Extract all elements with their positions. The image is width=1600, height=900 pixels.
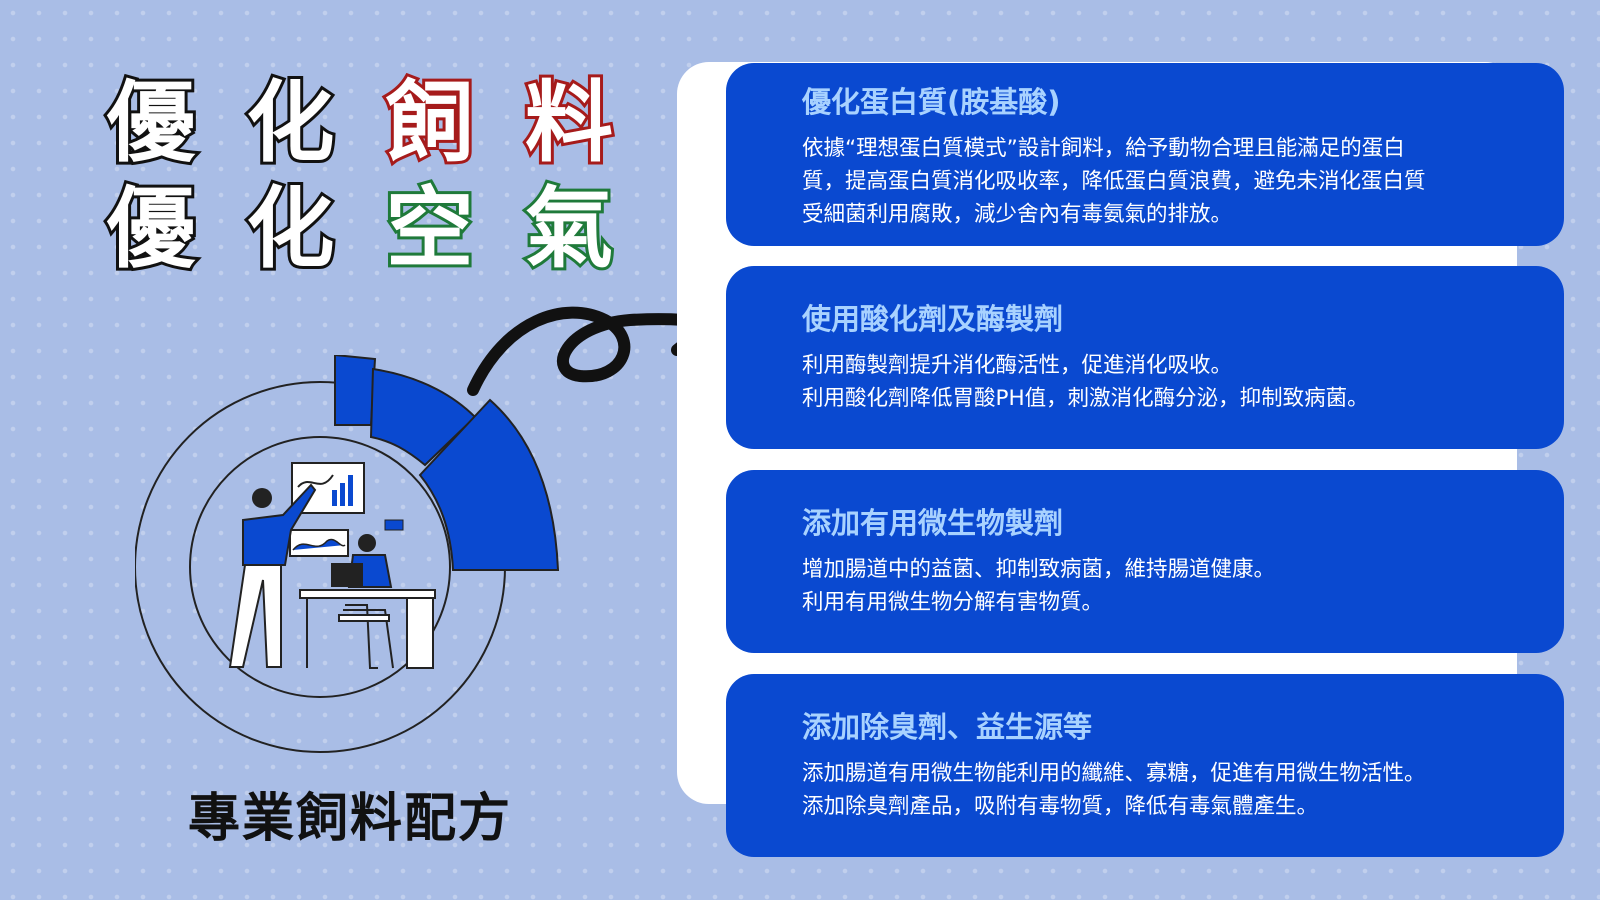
headline-char: 化: [243, 71, 337, 174]
card-title: 添加除臭劑、益生源等: [802, 710, 1093, 744]
sector-block: [418, 398, 560, 571]
team-illustration: [135, 355, 560, 753]
feature-card: 添加除臭劑、益生源等 添加腸道有用微生物能利用的纖維、寡糖，促進有用微生物活性。…: [726, 674, 1564, 857]
card-body: 增加腸道中的益菌、抑制致病菌，維持腸道健康。 利用有用微生物分解有害物質。: [802, 553, 1524, 619]
headline-row-2: 優 化 空 氣: [95, 176, 625, 282]
headline-row-1: 優 化 飼 料: [95, 70, 625, 176]
feature-card: 使用酸化劑及酶製劑 利用酶製劑提升消化酶活性，促進消化吸收。 利用酸化劑降低胃酸…: [726, 266, 1564, 449]
headline-char: 料: [522, 71, 616, 174]
headline-char: 優: [104, 177, 198, 280]
headline-char: 飼: [383, 71, 477, 174]
headline: 優 化 飼 料 優 化 空 氣: [95, 70, 625, 282]
card-body: 利用酶製劑提升消化酶活性，促進消化吸收。 利用酸化劑降低胃酸PH值，刺激消化酶分…: [802, 349, 1524, 415]
headline-char: 空: [383, 177, 477, 280]
caption: 專業飼料配方: [187, 789, 512, 849]
card-line: 添加腸道有用微生物能利用的纖維、寡糖，促進有用微生物活性。: [802, 760, 1426, 786]
card-line: 增加腸道中的益菌、抑制致病菌，維持腸道健康。: [802, 556, 1276, 582]
card-body: 依據“理想蛋白質模式”設計飼料，給予動物合理且能滿足的蛋白 質，提高蛋白質消化吸…: [802, 132, 1524, 231]
card-body: 添加腸道有用微生物能利用的纖維、寡糖，促進有用微生物活性。 添加除臭劑產品，吸附…: [802, 757, 1524, 823]
headline-char: 優: [104, 71, 198, 174]
inner-ring: [189, 436, 451, 698]
woman-head: [358, 534, 376, 552]
card-line: 受細菌利用腐敗，減少舍內有毒氨氣的排放。: [802, 201, 1233, 227]
feature-card: 添加有用微生物製劑 增加腸道中的益菌、抑制致病菌，維持腸道健康。 利用有用微生物…: [726, 470, 1564, 653]
laptop: [331, 563, 363, 587]
card-title: 使用酸化劑及酶製劑: [802, 302, 1064, 336]
card-line: 添加除臭劑產品，吸附有毒物質，降低有毒氣體產生。: [802, 793, 1319, 819]
headline-char: 化: [243, 177, 337, 280]
man-head: [252, 488, 272, 508]
card-line: 利用酶製劑提升消化酶活性，促進消化吸收。: [802, 352, 1233, 378]
card-title: 優化蛋白質(胺基酸): [802, 85, 1061, 119]
card-line: 利用有用微生物分解有害物質。: [802, 589, 1104, 615]
card-line: 利用酸化劑降低胃酸PH值，刺激消化酶分泌，抑制致病菌。: [802, 385, 1369, 411]
sector-block: [334, 355, 377, 426]
desk: [299, 589, 436, 599]
card-line: 質，提高蛋白質消化吸收率，降低蛋白質浪費，避免未消化蛋白質: [802, 168, 1426, 194]
feature-card: 優化蛋白質(胺基酸) 依據“理想蛋白質模式”設計飼料，給予動物合理且能滿足的蛋白…: [726, 63, 1564, 246]
headline-char: 氣: [522, 177, 616, 280]
card-title: 添加有用微生物製劑: [802, 506, 1064, 540]
card-line: 依據“理想蛋白質模式”設計飼料，給予動物合理且能滿足的蛋白: [802, 135, 1405, 161]
